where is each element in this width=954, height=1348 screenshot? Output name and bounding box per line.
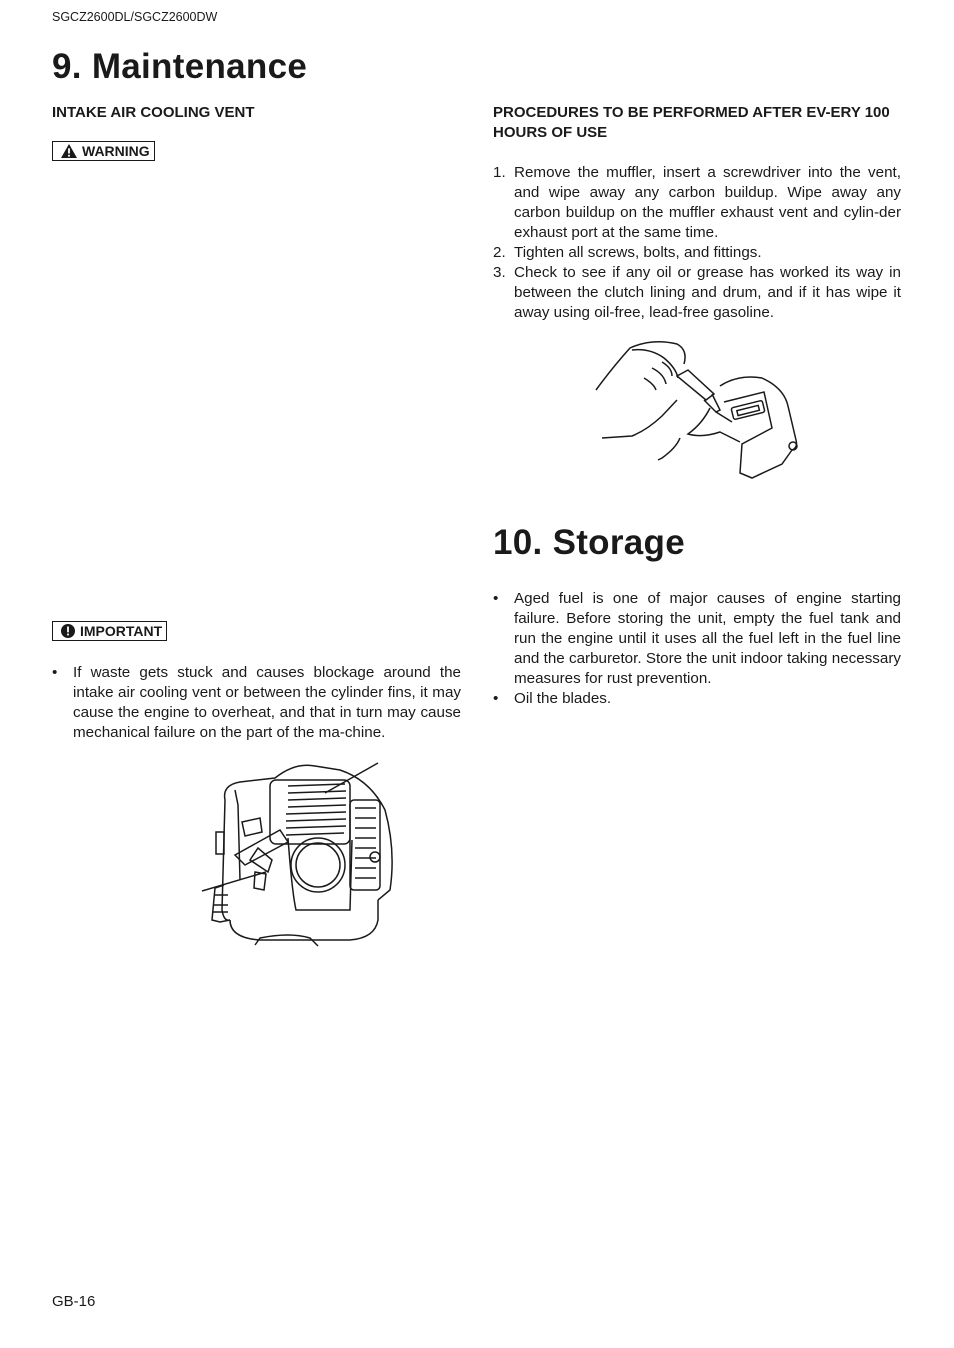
muffler-cleaning-illustration: [595, 341, 798, 479]
important-bullet-list: •If waste gets stuck and causes blockage…: [52, 663, 461, 743]
list-item: •If waste gets stuck and causes blockage…: [52, 664, 461, 741]
list-item: 2.Tighten all screws, bolts, and fitting…: [493, 244, 762, 261]
storage-title: 10. Storage: [493, 523, 685, 562]
storage-bullet-list: •Aged fuel is one of major causes of eng…: [493, 589, 901, 709]
procedures-list: 1.Remove the muffler, insert a screwdriv…: [493, 163, 901, 323]
important-label: IMPORTANT: [52, 621, 168, 641]
model-header: SGCZ2600DL/SGCZ2600DW: [52, 10, 218, 24]
list-item: 3.Check to see if any oil or grease has …: [493, 264, 901, 321]
page-number: GB-16: [52, 1293, 96, 1310]
list-item: 1.Remove the muffler, insert a screwdriv…: [493, 164, 901, 241]
important-bullet-text: If waste gets stuck and causes blockage …: [73, 664, 461, 741]
warning-label: WARNING: [52, 141, 155, 161]
warning-text: WARNING: [82, 143, 150, 159]
list-item: •Aged fuel is one of major causes of eng…: [493, 590, 901, 687]
engine-illustration: [201, 762, 393, 947]
warning-triangle-icon: [61, 144, 77, 158]
procedures-heading: PROCEDURES TO BE PERFORMED AFTER EV-ERY …: [493, 104, 890, 141]
important-text: IMPORTANT: [80, 623, 163, 639]
list-item: •Oil the blades.: [493, 690, 612, 707]
exclamation-circle-icon: [61, 624, 75, 638]
maintenance-title: 9. Maintenance: [52, 47, 308, 86]
intake-heading: INTAKE AIR COOLING VENT: [52, 104, 255, 121]
